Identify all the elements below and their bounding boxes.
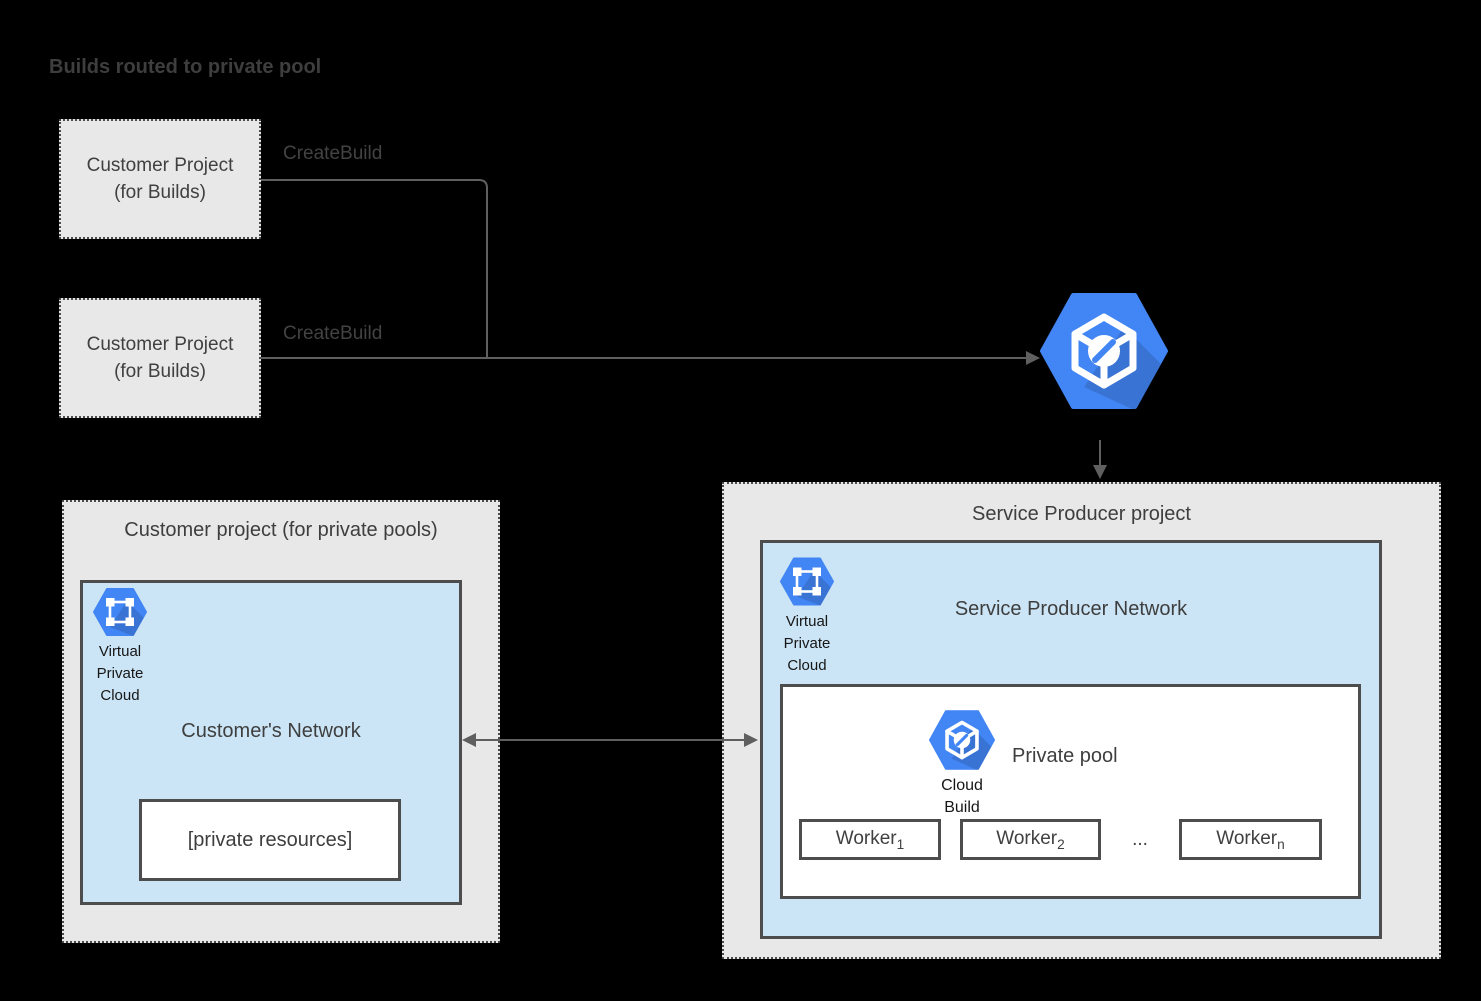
service-producer-network-title: Service Producer Network [954, 598, 1188, 620]
private-pool-title: Private pool [1012, 745, 1118, 767]
vpc-caption: Virtual Private Cloud [783, 613, 831, 674]
worker-subscript: n [1277, 836, 1285, 852]
service-producer-project-title: Service Producer project [972, 503, 1191, 525]
worker-label: Worker [996, 827, 1058, 849]
worker-subscript: 1 [896, 836, 905, 852]
cloud-build-caption: Cloud Build [941, 777, 983, 816]
private-resources-box: [private resources] [139, 799, 401, 881]
customer-network-title: Customer's Network [181, 720, 361, 742]
arrowhead-right [1026, 351, 1040, 365]
vpc-caption: Virtual Private Cloud [96, 643, 144, 704]
customer-project-builds-box-1: Customer Project (for Builds) [59, 119, 261, 239]
worker-label: Worker [1216, 827, 1278, 849]
worker-box-2: Worker2 [960, 819, 1101, 860]
diagram-title: Builds routed to private pool [49, 56, 322, 78]
customer-project-builds-label-2: Customer Project (for Builds) [86, 334, 234, 382]
createbuild-edge-label-1: CreateBuild [283, 143, 383, 164]
customer-project-builds-box-2: Customer Project (for Builds) [59, 298, 261, 418]
worker-subscript: 2 [1057, 836, 1065, 852]
private-resources-label: [private resources] [187, 828, 353, 851]
worker-label: Worker [835, 827, 897, 849]
createbuild-edge-label-2: CreateBuild [283, 323, 383, 344]
customer-pool-project-title: Customer project (for private pools) [124, 519, 438, 541]
worker-box-1: Worker1 [799, 819, 941, 860]
workers-ellipsis: ... [1132, 828, 1148, 850]
customer-project-builds-label-1: Customer Project (for Builds) [86, 155, 234, 203]
private-pool-box [780, 684, 1361, 899]
virtual-private-cloud-icon [93, 588, 147, 636]
virtual-private-cloud-icon [780, 557, 834, 606]
cloud-build-icon [929, 710, 995, 770]
cloud-build-icon [1040, 293, 1168, 409]
worker-box-n: Workern [1179, 819, 1322, 860]
arrowhead-down [1093, 465, 1107, 479]
